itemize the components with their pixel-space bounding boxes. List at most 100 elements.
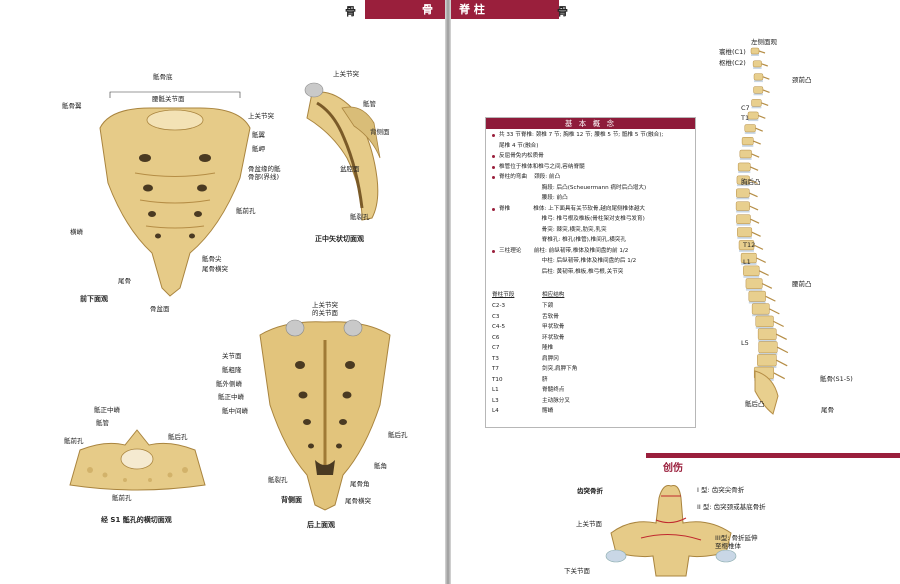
injury-bar	[646, 453, 900, 458]
intervertebral-disc	[754, 80, 763, 83]
vertebra	[745, 278, 763, 289]
intervertebral-disc	[742, 144, 754, 147]
fig2-caption: 正中矢状切面观	[315, 235, 364, 243]
concept-row: 胸段: 后凸(Scheuermann 病时后凸增大)	[499, 184, 647, 191]
intervertebral-disc	[748, 301, 766, 304]
intervertebral-disc	[736, 223, 751, 226]
concept-bullet	[492, 249, 495, 253]
vertebra	[752, 60, 762, 68]
vertebra	[753, 73, 764, 81]
intervertebral-disc	[736, 210, 750, 213]
intervertebral-disc	[739, 157, 752, 160]
spine-lateral-figure	[735, 47, 789, 415]
vertebra	[736, 188, 750, 198]
right-header-char: 骨	[557, 5, 568, 18]
label-sacral-hiatus-2: 骶裂孔	[268, 476, 288, 484]
label-sacral-kyphosis: 骶后凸	[745, 400, 765, 408]
vertebra	[748, 290, 766, 302]
label-pelvic-line: 骨盆缘的骶 骨部(界线)	[248, 165, 281, 181]
intervertebral-disc	[753, 93, 763, 96]
segment-level: L3	[492, 397, 499, 404]
segment-structure: 脊髓终点	[542, 387, 565, 393]
vertebra	[755, 315, 774, 328]
label-posterior-foramina: 骶后孔	[388, 431, 408, 439]
spinous-process	[769, 308, 780, 315]
label-sacral-cornu: 骶角	[374, 462, 387, 470]
spinous-process	[753, 140, 761, 145]
spinous-process	[756, 257, 766, 263]
label-coccyx-transverse: 尾骨横突	[202, 265, 228, 273]
spinous-process	[761, 63, 768, 67]
label-type2: II 型: 齿突颈或基底骨折	[697, 503, 766, 511]
segment-level: L4	[492, 408, 499, 414]
spinous-process	[758, 50, 766, 54]
concept-row: 尾椎 4 节(融合)	[499, 142, 539, 149]
vertebra	[738, 240, 755, 251]
segment-level: T3	[492, 355, 499, 362]
label-sacral-canal-2: 骶管	[96, 419, 109, 427]
segment-level: C2-3	[492, 303, 506, 309]
concept-row: 椎弓: 椎弓根及椎板(骨柱架对支椎弓发育)	[499, 216, 645, 222]
label-posterior-foramen: 骶后孔	[168, 433, 188, 441]
injury-title: 创伤	[663, 463, 683, 474]
label-sacral-base: 骶骨底	[153, 73, 173, 81]
label-superior-articular-facet: 上关节突 的关节面	[312, 301, 338, 317]
concept-bullet	[492, 207, 495, 211]
label-type1: I 型: 齿突尖骨折	[697, 486, 745, 494]
axis-vertebra-figure	[605, 485, 737, 577]
label-sacral-hiatus-1: 骶裂孔	[350, 213, 370, 221]
vertebra	[750, 47, 760, 55]
label-coccyx: 尾骨	[118, 277, 131, 285]
vertebra	[751, 99, 762, 107]
label-coccygeal-horn: 尾骨角	[350, 480, 370, 488]
concept-row: 共 33 节脊椎: 颈椎 7 节; 胸椎 12 节; 腰椎 5 节; 骶椎 5 …	[499, 132, 664, 138]
sacrum-lateral	[754, 370, 779, 415]
concept-title: 基 本 概 念	[486, 118, 695, 129]
label-ala: 骶翼	[252, 131, 265, 139]
vertebra	[751, 303, 770, 315]
label-sacral-apex: 骶骨尖	[202, 255, 222, 263]
spinous-process	[773, 320, 784, 328]
label-type3: III型: 骨折延伸 至枢椎体	[715, 534, 758, 550]
label-inferior-facet: 下关节面	[564, 567, 590, 575]
segment-structure: 剑突,肩胛下角	[542, 366, 578, 372]
label-sacral-tuberosity: 骶粗隆	[222, 366, 242, 374]
spinous-process	[758, 114, 766, 119]
spine-view-label: 左侧面观	[751, 38, 777, 46]
label-pelvic-cavity-surface: 盆腔面	[340, 165, 360, 173]
label-sacral-wing: 骶骨翼	[62, 102, 82, 110]
concept-row: 脊柱的弯曲 颈段: 前凸	[499, 174, 561, 180]
intervertebral-disc	[736, 197, 750, 200]
label-dorsal-surface-1: 背侧面	[370, 128, 390, 136]
spinous-process	[765, 295, 776, 302]
spinous-process	[751, 231, 761, 237]
intervertebral-disc	[751, 54, 759, 56]
segment-level: C4-5	[492, 324, 506, 330]
segment-level: C3	[492, 313, 500, 320]
vertebra	[747, 111, 759, 120]
label-auricular-surface: 关节面	[222, 352, 242, 360]
spinous-process	[758, 270, 769, 276]
label-c7: C7	[741, 104, 750, 112]
vertebra	[737, 227, 753, 238]
intervertebral-disc	[743, 275, 760, 278]
spinous-process	[761, 283, 773, 289]
intervertebral-disc	[758, 352, 778, 355]
intervertebral-disc	[744, 131, 756, 134]
spinous-process	[749, 205, 759, 211]
concept-bullet	[492, 165, 495, 169]
intervertebral-disc	[758, 339, 777, 342]
label-anterior-foramen: 骶前孔	[112, 494, 132, 502]
vertebra	[736, 214, 751, 224]
label-sacral-canal-1: 骶管	[363, 100, 376, 108]
right-page: 脊 柱 骨 基 本 概 念 共 33 节脊椎: 颈椎 7 节; 胸椎 12 节;…	[451, 0, 900, 584]
intervertebral-disc	[748, 119, 759, 122]
segment-structure: 主动脉分叉	[542, 397, 570, 404]
segment-level: L1	[492, 387, 499, 393]
spinous-process	[761, 102, 769, 107]
right-header-band: 脊 柱	[451, 0, 559, 19]
label-dorsal-surface-2: 背侧面	[281, 496, 302, 504]
sacrum-posterior-figure	[259, 319, 391, 511]
left-page: 骨 骨 骶骨底 骶骨翼 腰骶关节面 上关节突 骶翼 骶岬 骨盆缘的骶 骨部(界线…	[0, 0, 445, 584]
vertebra	[757, 354, 777, 367]
